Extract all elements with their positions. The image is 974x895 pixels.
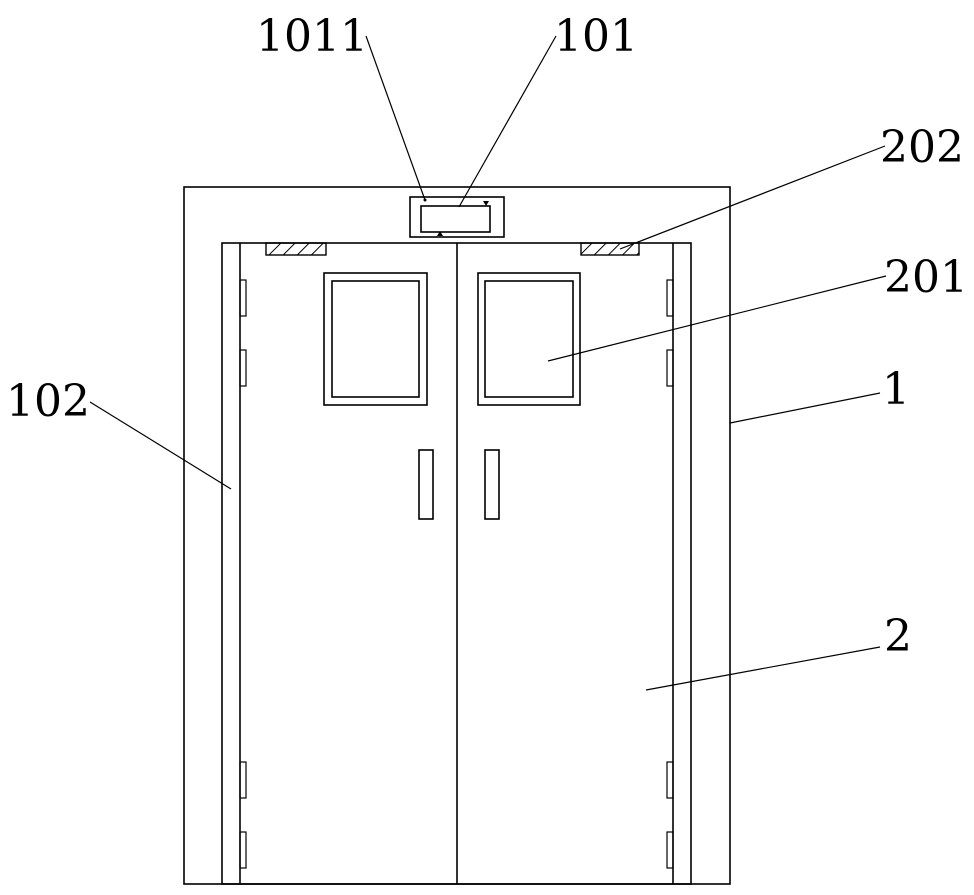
- leader-2: [645, 646, 881, 691]
- left-window-outer: [323, 272, 428, 406]
- label-102: 102: [6, 376, 90, 427]
- label-201: 201: [884, 252, 968, 303]
- leader-101: [458, 35, 557, 208]
- left-window-inner: [331, 280, 420, 398]
- label-202: 202: [880, 122, 964, 173]
- right-handle: [484, 449, 500, 520]
- leader-102: [89, 401, 232, 490]
- leader-1: [729, 392, 881, 424]
- label-2: 2: [884, 611, 912, 662]
- label-1011: 1011: [256, 11, 368, 62]
- left-hinge-2: [239, 349, 247, 387]
- sensor-screen: [420, 205, 491, 233]
- left-hinge-1: [239, 279, 247, 317]
- right-hinge-2: [666, 349, 674, 387]
- right-hinge-1: [666, 279, 674, 317]
- leader-1011: [365, 35, 426, 201]
- sensor-marker-icon: [483, 201, 489, 206]
- left-handle: [418, 449, 434, 520]
- right-hinge-4: [666, 831, 674, 869]
- right-window-inner: [484, 280, 574, 398]
- leader-201: [547, 275, 887, 362]
- label-101: 101: [554, 11, 638, 62]
- left-hatched-strip: [265, 242, 327, 256]
- right-window-outer: [477, 272, 581, 406]
- sensor-marker-bottom-icon: [437, 231, 443, 236]
- right-hatched-strip: [580, 242, 640, 256]
- leader-202: [619, 145, 886, 250]
- sensor-box: [409, 196, 505, 238]
- right-hinge-3: [666, 761, 674, 799]
- left-hinge-3: [239, 761, 247, 799]
- label-1: 1: [882, 364, 910, 415]
- left-hinge-4: [239, 831, 247, 869]
